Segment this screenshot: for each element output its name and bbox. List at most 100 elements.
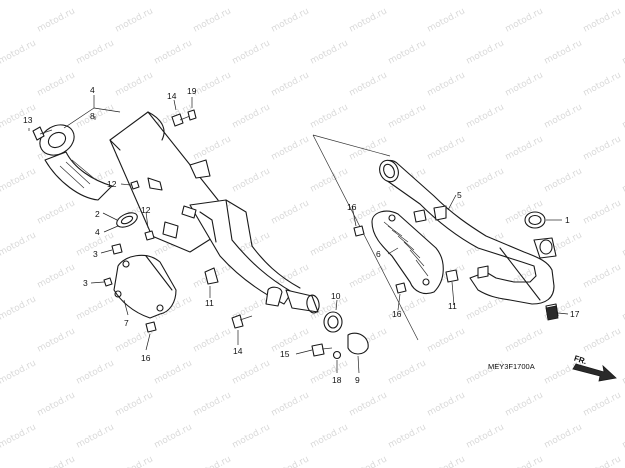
watermark-text: motod.ru: [387, 38, 428, 66]
diagram-code: MEY3F1700A: [488, 362, 535, 371]
watermark-text: motod.ru: [114, 454, 155, 468]
watermark-text: motod.ru: [270, 70, 311, 98]
watermark-text: motod.ru: [75, 0, 116, 3]
front-direction-label: FR.: [573, 354, 588, 367]
watermark-text: motod.ru: [192, 454, 233, 468]
watermark-text: motod.ru: [621, 230, 625, 258]
watermark-text: motod.ru: [387, 358, 428, 386]
callout-4: 4: [90, 85, 95, 95]
watermark-text: motod.ru: [270, 6, 311, 34]
callout-19: 19: [187, 86, 197, 96]
watermark-text: motod.ru: [504, 6, 545, 34]
watermark-text: motod.ru: [387, 0, 428, 3]
nut-17: [545, 305, 559, 321]
watermark-text: motod.ru: [309, 422, 350, 450]
watermark-text: motod.ru: [309, 0, 350, 3]
watermark-text: motod.ru: [582, 326, 623, 354]
callout-14: 14: [233, 346, 243, 356]
callout-17: 17: [570, 309, 580, 319]
leader-lines: [28, 95, 569, 374]
heat-shield-muffler: [113, 254, 177, 319]
watermark-text: motod.ru: [36, 6, 77, 34]
callout-3: 3: [93, 249, 98, 259]
gasket-1: [524, 211, 546, 229]
watermark-text: motod.ru: [153, 422, 194, 450]
watermark-text: motod.ru: [582, 454, 623, 468]
watermark-text: motod.ru: [309, 166, 350, 194]
watermark-text: motod.ru: [0, 422, 38, 450]
callout-4: 4: [95, 227, 100, 237]
callout-16: 16: [141, 353, 151, 363]
heat-shield-pipe: [371, 210, 444, 295]
watermark-text: motod.ru: [348, 390, 389, 418]
watermark-text: motod.ru: [153, 0, 194, 3]
watermark-text: motod.ru: [543, 166, 584, 194]
callout-labels: 4 8 13 14 19 12 2 4 12 3 3 7 16 11 14 10…: [23, 85, 580, 385]
watermark-text: motod.ru: [0, 358, 38, 386]
watermark-text: motod.ru: [504, 326, 545, 354]
watermark-text: motod.ru: [621, 422, 625, 450]
watermark-text: motod.ru: [465, 102, 506, 130]
watermark-text: motod.ru: [426, 390, 467, 418]
muffler-assembly: [39, 111, 320, 314]
watermark-text: motod.ru: [309, 358, 350, 386]
watermark-text: motod.ru: [36, 70, 77, 98]
callout-16: 16: [392, 309, 402, 319]
callout-18: 18: [332, 375, 342, 385]
watermark-text: motod.ru: [231, 102, 272, 130]
watermark-text: motod.ru: [348, 6, 389, 34]
watermark-text: motod.ru: [75, 38, 116, 66]
watermark-text: motod.ru: [621, 358, 625, 386]
watermark-text: motod.ru: [0, 230, 38, 258]
clamp-parts: [311, 311, 369, 360]
callout-13: 13: [23, 115, 33, 125]
watermark-text: motod.ru: [0, 166, 38, 194]
watermark-text: motod.ru: [621, 166, 625, 194]
watermark-text: motod.ru: [36, 390, 77, 418]
watermark-text: motod.ru: [309, 230, 350, 258]
watermark-text: motod.ru: [543, 102, 584, 130]
watermark-text: motod.ru: [582, 262, 623, 290]
watermark-text: motod.ru: [426, 454, 467, 468]
callout-16: 16: [347, 202, 357, 212]
callout-8: 8: [90, 111, 95, 121]
watermark-text: motod.ru: [36, 262, 77, 290]
watermark-text: motod.ru: [270, 390, 311, 418]
watermark-text: motod.ru: [153, 38, 194, 66]
watermark-text: motod.ru: [582, 6, 623, 34]
watermark-text: motod.ru: [348, 70, 389, 98]
watermark-text: motod.ru: [426, 134, 467, 162]
watermark-text: motod.ru: [231, 38, 272, 66]
callout-7: 7: [124, 318, 129, 328]
watermark-text: motod.ru: [192, 134, 233, 162]
watermark-text: motod.ru: [231, 0, 272, 3]
watermark-text: motod.ru: [621, 38, 625, 66]
callout-12: 12: [141, 205, 151, 215]
watermark-text: motod.ru: [621, 294, 625, 322]
watermark-text: motod.ru: [465, 0, 506, 3]
watermark-text: motod.ru: [426, 6, 467, 34]
muffler-hardware: [32, 109, 253, 333]
watermark-text: motod.ru: [0, 38, 38, 66]
callout-11: 11: [205, 298, 214, 308]
watermark-text: motod.ru: [270, 134, 311, 162]
watermark-text: motod.ru: [309, 38, 350, 66]
gasket-2: [116, 212, 138, 228]
watermark-text: motod.ru: [192, 6, 233, 34]
watermark-text: motod.ru: [543, 0, 584, 3]
watermark-text: motod.ru: [504, 390, 545, 418]
watermark-text: motod.ru: [387, 422, 428, 450]
watermark-text: motod.ru: [348, 454, 389, 468]
watermark-text: motod.ru: [75, 294, 116, 322]
watermark-text: motod.ru: [465, 166, 506, 194]
watermark-text: motod.ru: [192, 70, 233, 98]
watermark-text: motod.ru: [465, 422, 506, 450]
callout-5: 5: [457, 190, 462, 200]
watermark-text: motod.ru: [75, 422, 116, 450]
watermark-text: motod.ru: [36, 326, 77, 354]
callout-14: 14: [167, 91, 177, 101]
watermark-text: motod.ru: [582, 390, 623, 418]
watermark-text: motod.ru: [192, 390, 233, 418]
